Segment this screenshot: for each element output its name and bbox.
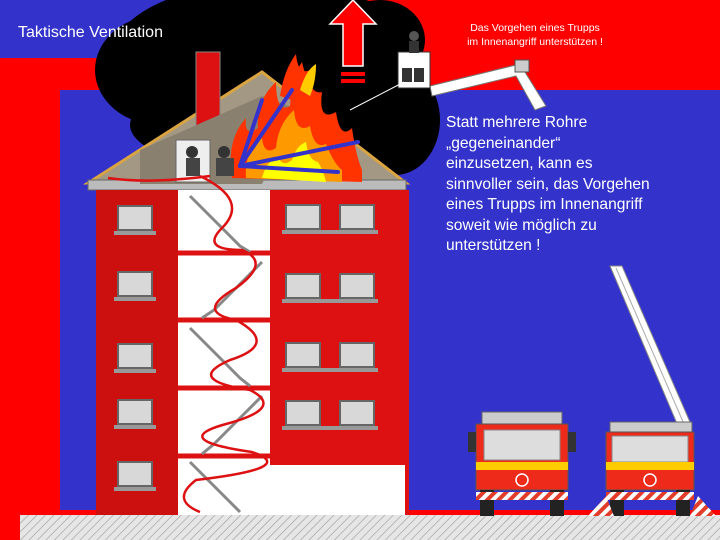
ground [20, 515, 720, 540]
body-line: sinnvoller sein, das Vorgehen [446, 175, 650, 193]
body-line: einzusetzen, kann es [446, 155, 593, 173]
stairwell [178, 190, 270, 515]
water-jets [238, 88, 360, 174]
body-line: eines Trupps im Innenangriff [446, 196, 643, 214]
fire-truck [588, 421, 716, 516]
top-note-line: im Innenangriff unterstützen ! [467, 35, 603, 48]
fire-truck [468, 411, 576, 516]
top-note: Das Vorgehen eines Trupps im Innenangrif… [440, 22, 630, 49]
body-line: Statt mehrere Rohre [446, 114, 588, 131]
turntable-ladder-top [349, 31, 547, 111]
body-text: Statt mehrere Rohre „gegeneinander“ einz… [446, 113, 712, 257]
firefighter-icon [186, 146, 234, 176]
windows [117, 204, 375, 487]
body-line: unterstützen ! [446, 237, 541, 255]
body-line: soweit wie möglich zu [446, 216, 597, 234]
slide-title: Taktische Ventilation [18, 24, 163, 41]
up-arrow-icon [328, 0, 378, 83]
body-line: „gegeneinander“ [446, 134, 561, 152]
firefighter-icon [409, 31, 419, 53]
top-note-line: Das Vorgehen eines Trupps [470, 22, 600, 34]
fire-hose-icon [107, 174, 269, 514]
